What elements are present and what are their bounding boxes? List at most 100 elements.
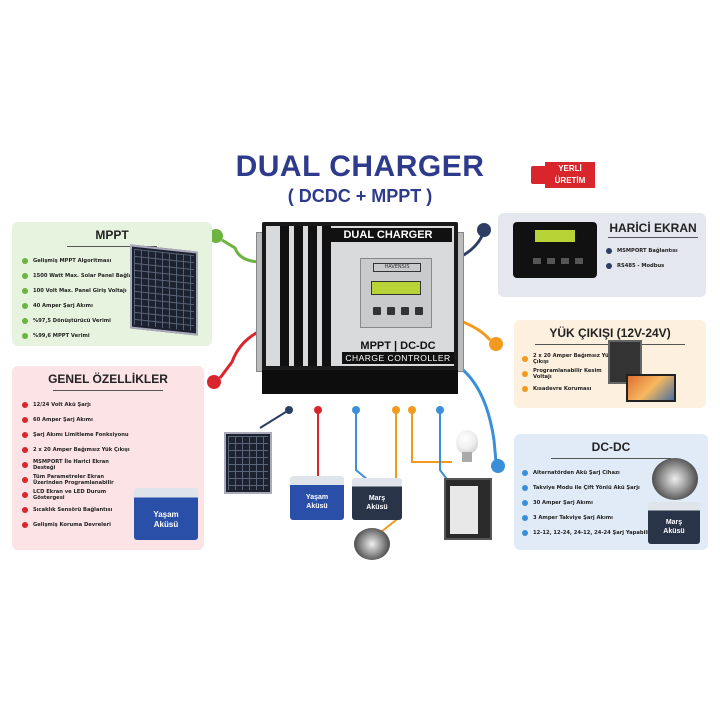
bullet-icon bbox=[22, 521, 28, 528]
feature-item: 40 Amper Şarj Akımı bbox=[22, 298, 202, 313]
wire-dcdc bbox=[457, 364, 498, 463]
battery-label-2: Aküsü bbox=[153, 520, 179, 529]
feature-item: 100 Volt Max. Panel Giriş Voltajı bbox=[22, 283, 202, 298]
device-button-4[interactable] bbox=[415, 307, 423, 315]
feature-text: Tüm Parametreler Ekran Üzerinden Program… bbox=[33, 473, 114, 486]
feature-item: %97,5 Dönüştürücü Verimi bbox=[22, 313, 202, 328]
dcdc-battery-label-2: Aküsü bbox=[663, 528, 685, 535]
bottom-mars-label-1: Marş bbox=[368, 495, 386, 502]
battery-icon: Yaşam Aküsü bbox=[134, 488, 198, 540]
feature-text: 30 Amper Şarj Akımı bbox=[533, 499, 593, 506]
feature-text: 3 Amper Takviye Şarj Akımı bbox=[533, 514, 613, 521]
dcdc-battery-label-1: Marş bbox=[665, 519, 683, 526]
alternator-icon bbox=[652, 458, 698, 500]
bullet-icon bbox=[22, 317, 28, 324]
dcdc-title: DC-DC bbox=[591, 440, 631, 454]
feature-item: Tüm Parametreler Ekran Üzerinden Program… bbox=[22, 472, 132, 487]
feature-item: 12-12, 12-24, 24-12, 24-24 Şarj Yapabili… bbox=[522, 525, 652, 540]
wire-dot-genel bbox=[207, 375, 221, 389]
bullet-icon bbox=[22, 476, 28, 483]
device-banner: DUAL CHARGER bbox=[324, 228, 452, 242]
feature-item: Alternatörden Akü Şarj Cihazı bbox=[522, 465, 652, 480]
feature-text: Gelişmiş MPPT Algoritması bbox=[33, 257, 112, 264]
bullet-icon bbox=[22, 302, 28, 309]
feature-text: 40 Amper Şarj Akımı bbox=[33, 302, 93, 309]
bullet-icon bbox=[522, 529, 528, 536]
feature-item: Şarj Akımı Limitleme Fonksiyonu bbox=[22, 427, 132, 442]
feature-text: RS485 - Modbus bbox=[617, 262, 665, 269]
bullet-icon bbox=[522, 469, 528, 476]
bullet-icon bbox=[22, 416, 28, 423]
feature-item: Programlanabilir Kesim Voltajı bbox=[522, 366, 614, 381]
feature-text: Programlanabilir Kesim Voltajı bbox=[533, 367, 602, 380]
bullet-icon bbox=[22, 401, 28, 408]
feature-item: 60 Amper Şarj Akımı bbox=[22, 412, 132, 427]
bottom-yasam-label-1: Yaşam bbox=[305, 494, 329, 501]
feature-item: LCD Ekran ve LED Durum Göstergesi bbox=[22, 487, 132, 502]
bottom-yasam-label-2: Aküsü bbox=[306, 503, 328, 510]
badge-line-2: ÜRETİM bbox=[554, 176, 586, 185]
bullet-icon bbox=[22, 431, 28, 438]
feature-item: 1500 Watt Max. Solar Panel Bağlanabilir bbox=[22, 268, 202, 283]
wire-dot-dcdc bbox=[491, 459, 505, 473]
wire-dot-mppt bbox=[209, 229, 223, 243]
feature-item: 2 x 20 Amper Bağımsız Yük Çıkışı bbox=[22, 442, 132, 457]
feature-text: 60 Amper Şarj Akımı bbox=[33, 416, 93, 423]
feature-text: Alternatörden Akü Şarj Cihazı bbox=[533, 469, 620, 476]
feature-text: %97,5 Dönüştürücü Verimi bbox=[33, 317, 111, 324]
alternator-icon bbox=[354, 528, 390, 560]
bullet-icon bbox=[22, 446, 28, 453]
battery-icon: Marş Aküsü bbox=[352, 478, 402, 520]
feature-text: Sıcaklık Sensörü Bağlantısı bbox=[33, 506, 113, 513]
device-label: MPPT | DC-DC bbox=[360, 340, 436, 352]
bullet-icon bbox=[522, 484, 528, 491]
feature-text: Takviye Modu ile Çift Yönlü Akü Şarjı bbox=[533, 484, 640, 491]
feature-text: 100 Volt Max. Panel Giriş Voltajı bbox=[33, 287, 127, 294]
feature-item: Takviye Modu ile Çift Yönlü Akü Şarjı bbox=[522, 480, 652, 495]
page-title: DUAL CHARGER bbox=[235, 150, 485, 183]
page-subtitle: ( DCDC + MPPT ) bbox=[287, 186, 433, 206]
hand-icon bbox=[531, 166, 547, 184]
device-button-3[interactable] bbox=[401, 307, 409, 315]
device-button-2[interactable] bbox=[387, 307, 395, 315]
light-bulb-icon bbox=[456, 430, 478, 454]
mppt-feature-list: Gelişmiş MPPT Algoritması 1500 Watt Max. … bbox=[22, 253, 202, 343]
feature-item: 12/24 Volt Akü Şarjı bbox=[22, 397, 132, 412]
device-logo: HAVENSIS bbox=[373, 263, 421, 272]
feature-text: 12-12, 12-24, 24-12, 24-24 Şarj Yapabili… bbox=[533, 529, 652, 536]
bullet-icon bbox=[522, 370, 528, 377]
bullet-icon bbox=[606, 262, 612, 269]
bullet-icon bbox=[22, 461, 28, 468]
feature-item: RS485 - Modbus bbox=[606, 258, 702, 273]
feature-text: MSMPORT Bağlantısı bbox=[617, 247, 678, 254]
bullet-icon bbox=[22, 506, 28, 513]
feature-item: 30 Amper Şarj Akımı bbox=[522, 495, 652, 510]
bullet-icon bbox=[22, 287, 28, 294]
battery-icon: Marş Aküsü bbox=[648, 502, 700, 544]
feature-text: 12/24 Volt Akü Şarjı bbox=[33, 401, 91, 408]
feature-item: MSMPORT İle Harici Ekran Desteği bbox=[22, 457, 132, 472]
wire-dot-harici bbox=[477, 223, 491, 237]
genel-title: GENEL ÖZELLİKLER bbox=[48, 372, 168, 386]
solar-panel-icon bbox=[130, 244, 198, 336]
feature-item: Gelişmiş Koruma Devreleri bbox=[22, 517, 132, 532]
mppt-title: MPPT bbox=[95, 228, 129, 242]
yuk-title: YÜK ÇIKIŞI (12V-24V) bbox=[549, 326, 671, 340]
harici-title: HARİCİ EKRAN bbox=[609, 221, 697, 235]
feature-text: MSMPORT İle Harici Ekran Desteği bbox=[33, 458, 109, 471]
feature-item: %99,6 MPPT Verimi bbox=[22, 328, 202, 343]
bullet-icon bbox=[522, 499, 528, 506]
fridge-icon bbox=[444, 478, 492, 540]
feature-text: 2 x 20 Amper Bağımsız Yük Çıkışı bbox=[533, 352, 613, 365]
external-display-icon bbox=[513, 222, 597, 278]
bullet-icon bbox=[22, 272, 28, 279]
bullet-icon bbox=[22, 332, 28, 339]
feature-item: MSMPORT Bağlantısı bbox=[606, 243, 702, 258]
yerli-uretim-badge: YERLİ ÜRETİM bbox=[531, 162, 595, 188]
device-button-1[interactable] bbox=[373, 307, 381, 315]
tv-icon bbox=[626, 374, 676, 402]
